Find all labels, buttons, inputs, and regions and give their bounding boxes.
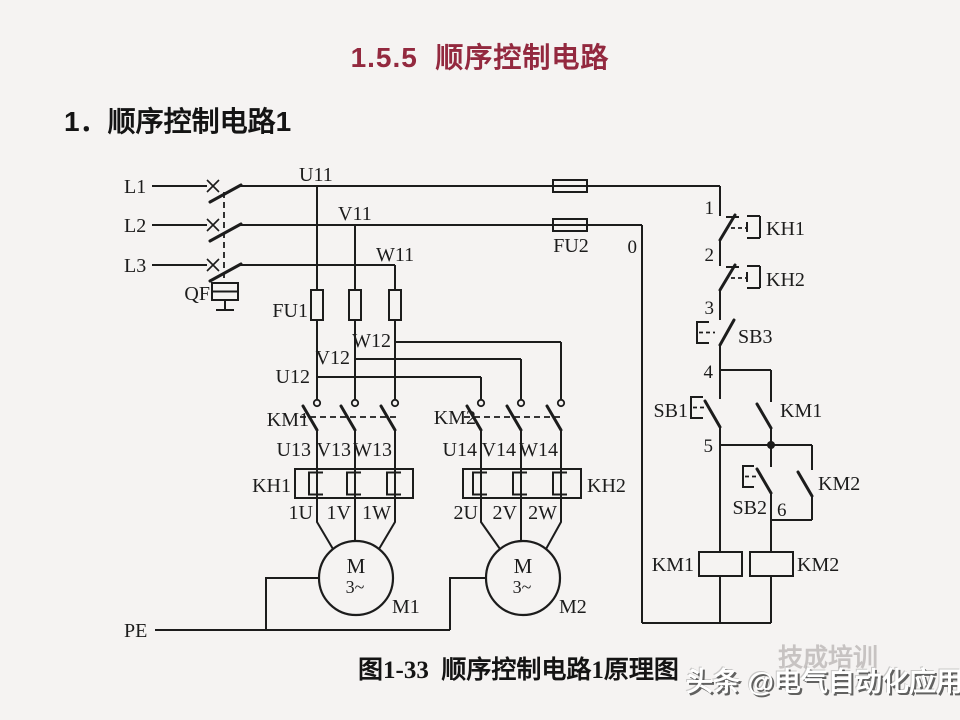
wire-number-4: 4 (704, 362, 714, 383)
kh1-heater-elements (294, 468, 414, 499)
label-kh2-contact: KH2 (766, 269, 805, 291)
motor2-phase-symbol: 3~ (513, 577, 532, 597)
label-2v: 2V (493, 502, 518, 524)
label-2u: 2U (454, 502, 479, 524)
label-u12: U12 (276, 366, 310, 388)
label-qf: QF (184, 283, 210, 305)
label-l3: L3 (124, 255, 146, 277)
km2-coil (749, 551, 794, 623)
motor1-m-symbol: M (347, 554, 366, 578)
km2-aux-contact (771, 445, 814, 521)
label-2w: 2W (528, 502, 557, 524)
motor1-phase-symbol: 3~ (346, 577, 365, 597)
label-l1: L1 (124, 176, 146, 198)
motor-m1: M 3~ (316, 498, 396, 617)
label-w11: W11 (376, 244, 414, 266)
label-v11: V11 (338, 203, 372, 225)
label-1u: 1U (289, 502, 314, 524)
label-1w: 1W (362, 502, 391, 524)
qf-blades (208, 183, 243, 283)
label-fu1: FU1 (272, 300, 308, 322)
kh2-nc-contact (718, 263, 761, 292)
wire-number-6: 6 (777, 500, 787, 521)
fu1-fuse-w (388, 289, 402, 321)
label-v12: V12 (316, 347, 350, 369)
km1-coil (698, 551, 743, 623)
kh1-nc-contact (718, 213, 761, 242)
circuit-breaker-qf (206, 179, 243, 311)
watermark-background: 技成培训 (778, 644, 879, 672)
label-m1: M1 (392, 596, 420, 618)
motor2-m-symbol: M (514, 554, 533, 578)
label-v13: V13 (317, 439, 351, 461)
pe-line (155, 577, 486, 631)
label-wire-0: 0 (628, 237, 638, 258)
sb1-start-button (690, 396, 722, 429)
fu1-fuse-u (310, 289, 324, 321)
wire-v12-branch (355, 358, 522, 399)
watermark-foreground: 头条 @电气自动化应用 (686, 667, 960, 697)
label-km2-main: KM2 (434, 407, 476, 429)
three-phase-lines (152, 185, 720, 266)
wire-w12-branch (395, 341, 562, 399)
branch-wires-to-km2 (317, 341, 562, 399)
label-w14: W14 (519, 439, 558, 461)
control-circuit (641, 186, 814, 624)
figure-caption: 图1-33 顺序控制电路1原理图 (358, 657, 679, 684)
label-l2: L2 (124, 215, 146, 237)
label-km1-aux: KM1 (780, 400, 822, 422)
wire-number-2: 2 (705, 245, 715, 266)
km1-main-contacts (300, 398, 400, 469)
fuse-fu2 (552, 179, 588, 232)
label-kh2: KH2 (587, 475, 626, 497)
label-km2-coil: KM2 (797, 554, 839, 576)
wire-u12-branch (317, 376, 482, 399)
label-u14: U14 (443, 439, 477, 461)
fu2-fuse-a (552, 179, 588, 193)
sb2-start-button (742, 445, 773, 552)
label-sb2: SB2 (733, 497, 767, 519)
label-w12: W12 (352, 330, 391, 352)
label-u11: U11 (299, 164, 333, 186)
kh2-heater-elements (462, 468, 582, 499)
label-sb3: SB3 (738, 326, 772, 348)
sb3-stop-button (696, 318, 736, 347)
label-v14: V14 (482, 439, 516, 461)
slide-subtitle: 1．顺序控制电路1 (64, 106, 292, 137)
fu2-fuse-b (552, 218, 588, 232)
label-pe: PE (124, 620, 147, 642)
fu1-fuse-v (348, 289, 362, 321)
label-m2: M2 (559, 596, 587, 618)
control-left-rail (641, 225, 771, 624)
label-km1-main: KM1 (267, 409, 309, 431)
qf-contact-cross-marks (206, 179, 220, 272)
wire-number-5: 5 (704, 436, 714, 457)
fuse-fu1 (310, 186, 402, 399)
label-km1-coil: KM1 (652, 554, 694, 576)
label-u13: U13 (277, 439, 311, 461)
label-fu2: FU2 (553, 235, 589, 257)
label-sb1: SB1 (654, 400, 688, 422)
km2-main-contacts (464, 398, 566, 469)
label-kh1: KH1 (252, 475, 291, 497)
label-w13: W13 (353, 439, 392, 461)
slide-title: 1.5.5 顺序控制电路 (350, 42, 610, 73)
qf-operator-symbol (211, 282, 239, 311)
label-kh1-contact: KH1 (766, 218, 805, 240)
km1-aux-contact (720, 369, 773, 445)
wire-number-1: 1 (705, 198, 715, 219)
wire-number-3: 3 (705, 298, 715, 319)
label-1v: 1V (327, 502, 352, 524)
label-km2-aux: KM2 (818, 473, 860, 495)
